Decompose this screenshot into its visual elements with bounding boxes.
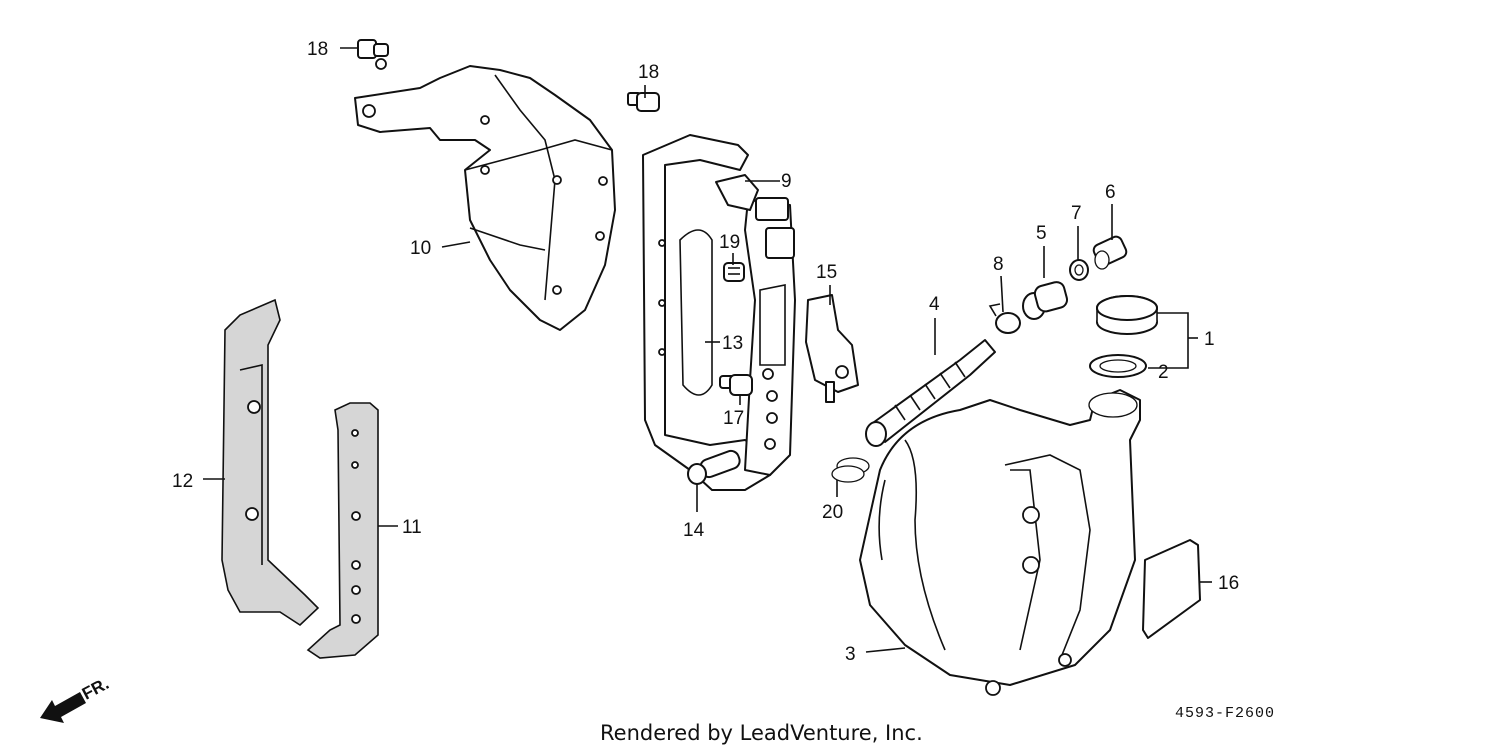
part-1-cap[interactable] bbox=[1096, 295, 1158, 335]
callout-11: 11 bbox=[402, 517, 422, 538]
part-12-side-guard[interactable] bbox=[221, 298, 320, 627]
callout-15: 15 bbox=[816, 262, 837, 283]
part-19-screw[interactable] bbox=[723, 262, 745, 282]
part-17-screw[interactable] bbox=[719, 374, 753, 396]
part-8-hose-clip[interactable] bbox=[988, 303, 1021, 334]
callout-12: 12 bbox=[172, 471, 193, 492]
part-6-plug[interactable] bbox=[1092, 235, 1128, 270]
callout-4: 4 bbox=[929, 294, 940, 315]
callout-8: 8 bbox=[993, 254, 1004, 275]
callout-2: 2 bbox=[1158, 362, 1169, 383]
callout-9: 9 bbox=[781, 171, 792, 192]
callout-19: 19 bbox=[719, 232, 740, 253]
part-13-bracket-frame[interactable] bbox=[642, 134, 796, 491]
part-2-gasket[interactable] bbox=[1089, 354, 1147, 378]
part-5-fitting[interactable] bbox=[1022, 280, 1069, 320]
callout-14: 14 bbox=[683, 520, 705, 541]
part-4-hose[interactable] bbox=[865, 339, 996, 447]
front-label: FR. bbox=[79, 674, 112, 704]
front-direction-indicator: FR. bbox=[40, 674, 112, 723]
part-16-label[interactable] bbox=[1142, 539, 1201, 639]
part-10-upper-cover[interactable] bbox=[354, 65, 616, 331]
callout-3: 3 bbox=[845, 644, 856, 665]
callout-18-middle: 18 bbox=[638, 62, 659, 83]
callout-7: 7 bbox=[1071, 203, 1082, 224]
part-18-bolt-upper[interactable] bbox=[357, 39, 389, 70]
leader-lines bbox=[203, 47, 1212, 653]
part-3-tank-housing[interactable] bbox=[859, 389, 1141, 696]
callout-1: 1 bbox=[1204, 329, 1215, 350]
part-7-washer[interactable] bbox=[1069, 259, 1089, 281]
part-20-clamp[interactable] bbox=[831, 457, 870, 483]
credit-text: Rendered by LeadVenture, Inc. bbox=[600, 721, 923, 745]
part-9-clip[interactable] bbox=[715, 174, 759, 211]
part-18-bolt-middle[interactable] bbox=[627, 92, 660, 112]
diagram-code: 4593-F2600 bbox=[1175, 705, 1275, 722]
callout-20: 20 bbox=[822, 502, 843, 523]
callout-5: 5 bbox=[1036, 223, 1047, 244]
callout-13: 13 bbox=[722, 333, 743, 354]
callout-18-upper: 18 bbox=[307, 39, 328, 60]
front-arrow-icon bbox=[40, 692, 86, 723]
callout-10: 10 bbox=[410, 238, 431, 259]
part-15-switch[interactable] bbox=[805, 294, 859, 403]
callout-16: 16 bbox=[1218, 573, 1239, 594]
callout-17: 17 bbox=[723, 408, 744, 429]
part-11-side-guard[interactable] bbox=[306, 402, 379, 659]
callout-6: 6 bbox=[1105, 182, 1116, 203]
